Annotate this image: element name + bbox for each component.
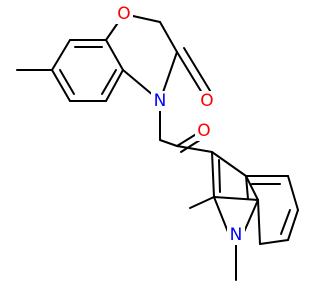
bond-carbonyl xyxy=(180,139,201,153)
bond xyxy=(176,145,213,153)
bond xyxy=(213,196,259,201)
bond xyxy=(51,69,71,102)
bond xyxy=(213,196,229,233)
ketone-oxygen-label: O xyxy=(197,121,210,141)
lactam-carbonyl-oxygen-label: O xyxy=(200,91,213,111)
bond xyxy=(245,175,259,201)
bond xyxy=(105,39,124,71)
atom-labels: O O N O N xyxy=(115,4,245,245)
bond xyxy=(159,21,178,53)
indole-nitrogen-label: N xyxy=(230,225,243,245)
bond xyxy=(287,209,299,241)
bond-carbonyl xyxy=(176,132,199,147)
bond-double-inner xyxy=(101,69,117,95)
bond xyxy=(259,239,289,245)
ring-oxygen-label: O xyxy=(117,4,130,24)
bond xyxy=(105,69,124,102)
bond-methyl xyxy=(189,196,215,209)
bond xyxy=(211,151,215,198)
bonds xyxy=(16,13,299,281)
bond xyxy=(243,199,259,233)
bond xyxy=(159,139,178,147)
chemical-structure-diagram: O O N O N xyxy=(16,4,299,281)
bond xyxy=(245,175,249,200)
bond xyxy=(257,199,261,245)
bond-carbonyl xyxy=(183,47,213,95)
bond-double-inner xyxy=(218,159,221,193)
bond-double-inner xyxy=(59,69,75,95)
bond xyxy=(287,175,299,211)
bond xyxy=(211,151,247,177)
lactam-nitrogen-label: N xyxy=(154,91,167,111)
bond xyxy=(51,39,71,71)
bond-double-inner xyxy=(280,209,291,235)
